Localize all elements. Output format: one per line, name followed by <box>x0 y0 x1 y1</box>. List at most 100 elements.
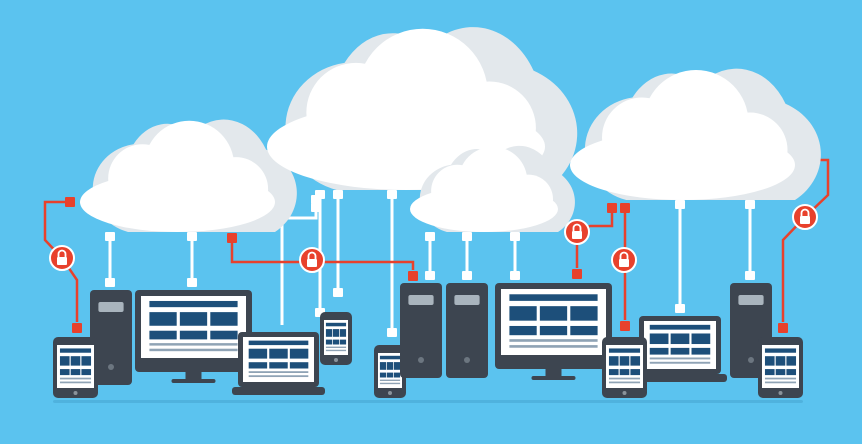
lock-shackle <box>307 251 317 259</box>
cable-plug <box>745 200 755 209</box>
lock-body <box>57 257 67 265</box>
screen-line <box>608 377 641 380</box>
screen-block <box>619 356 630 366</box>
tablet-icon <box>602 337 647 398</box>
cable-plug <box>408 271 418 281</box>
screen-block <box>149 330 177 340</box>
lock-body <box>572 231 582 239</box>
lock-icon <box>792 204 818 230</box>
screen-header <box>325 322 347 327</box>
tower-body <box>400 283 442 378</box>
ground-shadow <box>53 400 803 403</box>
lock-body <box>800 216 810 224</box>
screen-block <box>179 312 208 326</box>
cable-plug <box>387 328 397 337</box>
screen-block <box>570 306 598 321</box>
cable-plug <box>311 195 321 204</box>
lock-shackle <box>800 208 810 216</box>
screen-line <box>59 377 92 380</box>
screen-block <box>210 312 238 326</box>
devices <box>53 283 803 398</box>
home-button <box>622 391 627 395</box>
monitor-neck <box>545 369 562 377</box>
screen-block <box>764 356 775 366</box>
laptop-base <box>633 374 727 382</box>
screen-block <box>325 329 333 337</box>
lock-icon <box>49 245 75 271</box>
screen-line <box>248 371 309 373</box>
monitor-neck <box>185 372 202 380</box>
screen-line <box>764 377 797 380</box>
cable-plug <box>462 271 472 280</box>
cable-plug <box>65 197 75 207</box>
cable-plug <box>387 190 397 199</box>
cable-plug <box>620 203 630 213</box>
cable-plug <box>675 200 685 209</box>
screen-block <box>649 333 669 345</box>
screen-block <box>649 347 669 355</box>
screen-block <box>764 369 775 376</box>
screen-header <box>59 348 92 353</box>
screen-block <box>509 325 537 336</box>
screen-block <box>339 329 347 337</box>
screen-block <box>539 306 568 321</box>
screen-block <box>248 348 268 359</box>
screen-line <box>149 348 238 352</box>
home-button <box>388 391 392 395</box>
tower-drive <box>408 295 434 305</box>
locks <box>49 204 818 273</box>
screen-block <box>786 356 797 366</box>
cable-plug <box>745 271 755 280</box>
cable-plug <box>105 232 115 241</box>
screen-block <box>332 339 340 345</box>
screen-line <box>509 345 598 348</box>
laptop-icon <box>232 332 325 395</box>
screen-block <box>386 372 394 378</box>
lock-icon <box>564 219 590 245</box>
cable-plug <box>72 323 82 333</box>
screen-line <box>379 379 401 381</box>
cloud-puff <box>203 157 269 222</box>
cloud-icon <box>80 119 297 233</box>
cloud-icon <box>410 145 575 233</box>
tablet-icon <box>758 337 803 398</box>
screen-header <box>764 348 797 353</box>
cloud-puff <box>712 112 788 188</box>
cable-plug <box>572 269 582 279</box>
monitor-stand <box>531 376 576 380</box>
power-button <box>418 357 424 363</box>
screen-block <box>70 369 81 376</box>
screen-header <box>649 324 711 330</box>
screen-block <box>70 356 81 366</box>
lock-icon <box>299 247 325 273</box>
cable-plug <box>620 321 630 331</box>
monitor-icon <box>135 290 252 383</box>
cable-plug <box>425 232 435 241</box>
screen-line <box>325 346 347 348</box>
screen-header <box>149 300 238 308</box>
tower-drive <box>454 295 480 305</box>
screen-block <box>210 330 238 340</box>
cable-plug <box>510 232 520 241</box>
red-cable <box>781 158 830 322</box>
screen-block <box>786 369 797 376</box>
screen-block <box>289 362 309 369</box>
screen-block <box>325 339 333 345</box>
screen-header <box>509 294 598 301</box>
tower-icon <box>400 283 442 378</box>
cable-plug <box>425 271 435 280</box>
lock-shackle <box>619 251 629 259</box>
screen-block <box>393 372 401 378</box>
screen-header <box>608 348 641 353</box>
screen-line <box>248 375 309 378</box>
laptop-base <box>232 387 325 395</box>
screen-block <box>269 362 288 369</box>
screen-block <box>332 329 340 337</box>
tablet-icon <box>320 312 352 365</box>
lock-shackle <box>572 223 582 231</box>
tower-icon <box>446 283 488 378</box>
cloud-icon <box>570 68 821 201</box>
screen-block <box>670 347 690 355</box>
cable-plug <box>510 271 520 280</box>
